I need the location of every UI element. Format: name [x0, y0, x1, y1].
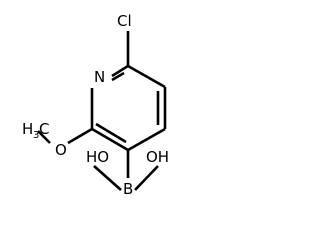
bond-c4-c5	[127, 127, 166, 152]
bond-b-oh-right	[134, 165, 159, 191]
bond-b-oh-left	[93, 165, 122, 191]
structure-diagram: Cl N H 3 C O B HO OH	[22, 12, 169, 198]
atom-label-ch3: H 3 C	[22, 120, 49, 141]
atom-label-h: H	[22, 120, 33, 138]
atom-label-subscript-3: 3	[33, 130, 39, 141]
atom-label-oh: OH	[146, 148, 169, 166]
bond-n-c2	[111, 64, 129, 78]
atom-label-c: C	[39, 120, 49, 138]
bond-o-ch3	[37, 130, 51, 144]
bond-c2-c3	[127, 64, 166, 89]
atom-label-o-ether: O	[55, 141, 67, 159]
bond-c5-c6	[91, 127, 129, 152]
atom-labels: Cl N H 3 C O B HO OH	[22, 12, 169, 198]
atom-label-b: B	[123, 180, 133, 198]
bonds	[37, 31, 167, 191]
bond-c5-c6-inner	[95, 122, 127, 144]
atom-label-cl: Cl	[117, 12, 132, 30]
bond-c2-n-inner	[111, 71, 125, 82]
bond-c6-o	[67, 127, 93, 145]
atom-label-n: N	[94, 68, 105, 86]
atom-label-ho: HO	[86, 148, 109, 166]
